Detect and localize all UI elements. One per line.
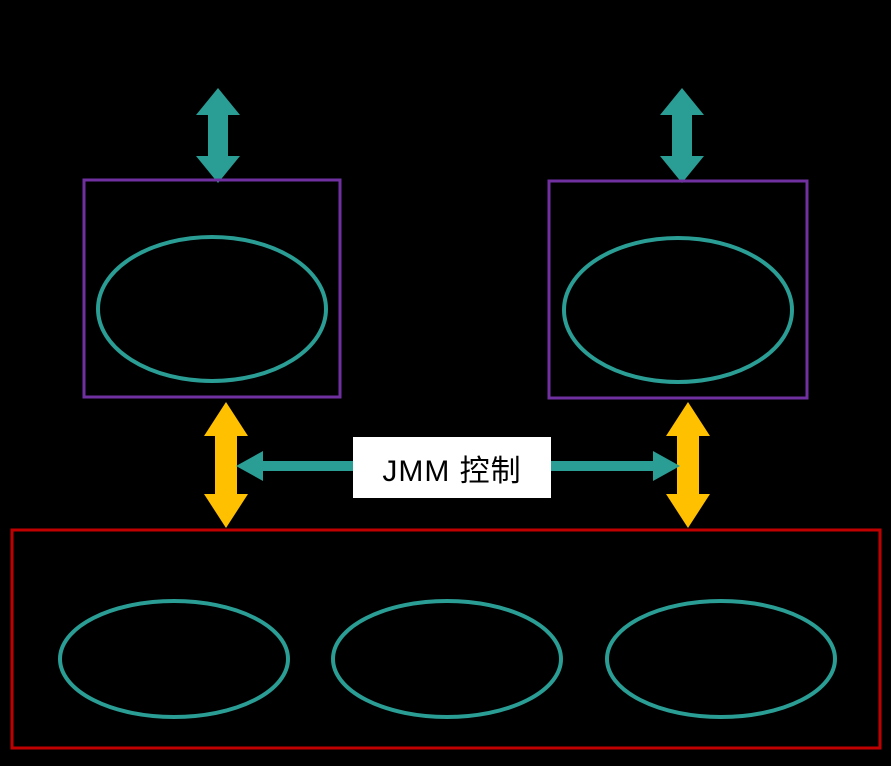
shared-variable-ellipse-1 xyxy=(58,599,290,719)
up-down-arrow-icon-yellow-left xyxy=(204,402,248,528)
local-memory-ellipse-right xyxy=(562,236,794,384)
thread-box-left xyxy=(82,178,342,399)
up-down-arrow-icon-yellow-right xyxy=(666,402,710,528)
shared-variable-ellipse-2 xyxy=(331,599,563,719)
shared-variable-ellipse-3 xyxy=(605,599,837,719)
main-memory-box xyxy=(10,528,882,750)
thread-box-right xyxy=(547,179,809,400)
jmm-control-label: JMM 控制 xyxy=(353,437,551,498)
up-down-arrow-icon-left xyxy=(196,88,240,183)
up-down-arrow-icon-right xyxy=(660,88,704,183)
local-memory-ellipse-left xyxy=(96,235,328,383)
